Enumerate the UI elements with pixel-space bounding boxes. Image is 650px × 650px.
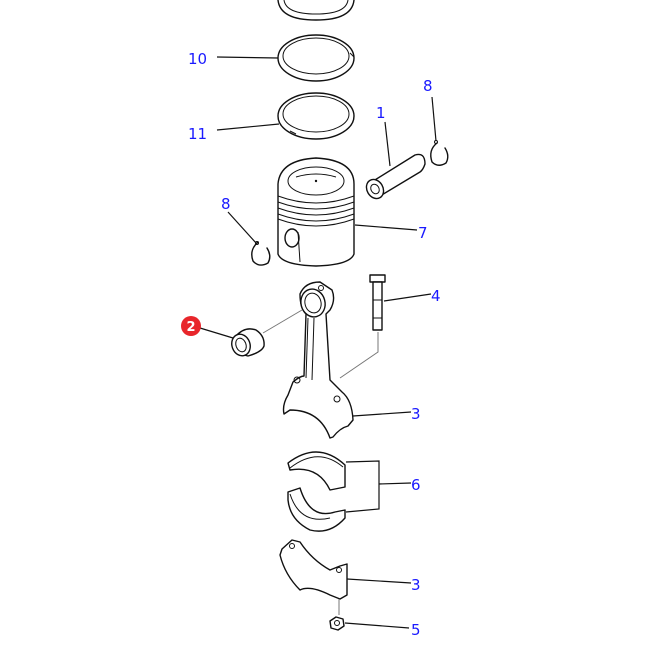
callout-8-right[interactable]: 8	[423, 77, 433, 95]
piston[interactable]	[277, 157, 355, 267]
piston-pin[interactable]	[363, 153, 426, 201]
leader-lines	[199, 56, 437, 629]
bushing[interactable]	[229, 309, 303, 358]
piston-ring-10[interactable]	[277, 34, 355, 82]
snap-ring-right[interactable]	[430, 140, 449, 166]
snap-ring-left[interactable]	[251, 241, 271, 266]
callout-6[interactable]: 6	[411, 476, 421, 494]
rod-cap[interactable]	[279, 539, 348, 615]
connecting-rod[interactable]	[282, 281, 354, 439]
callout-11[interactable]: 11	[188, 125, 207, 143]
bolt[interactable]	[339, 274, 386, 379]
nut[interactable]	[329, 616, 345, 631]
top-ring	[277, 0, 355, 21]
callout-10[interactable]: 10	[188, 50, 207, 68]
bearing-lower[interactable]	[287, 487, 346, 532]
callout-4[interactable]: 4	[431, 287, 441, 305]
callout-2[interactable]: 2	[186, 320, 195, 335]
bearing-upper[interactable]	[287, 451, 346, 491]
callout-3-rod[interactable]: 3	[411, 405, 421, 423]
callout-2-badge[interactable]: 2	[181, 316, 201, 336]
callout-7[interactable]: 7	[418, 224, 428, 242]
callout-8-left[interactable]: 8	[221, 195, 231, 213]
callout-5[interactable]: 5	[411, 621, 421, 639]
callout-3-cap[interactable]: 3	[411, 576, 421, 594]
callout-1[interactable]: 1	[376, 104, 386, 122]
piston-ring-11[interactable]	[277, 92, 355, 140]
